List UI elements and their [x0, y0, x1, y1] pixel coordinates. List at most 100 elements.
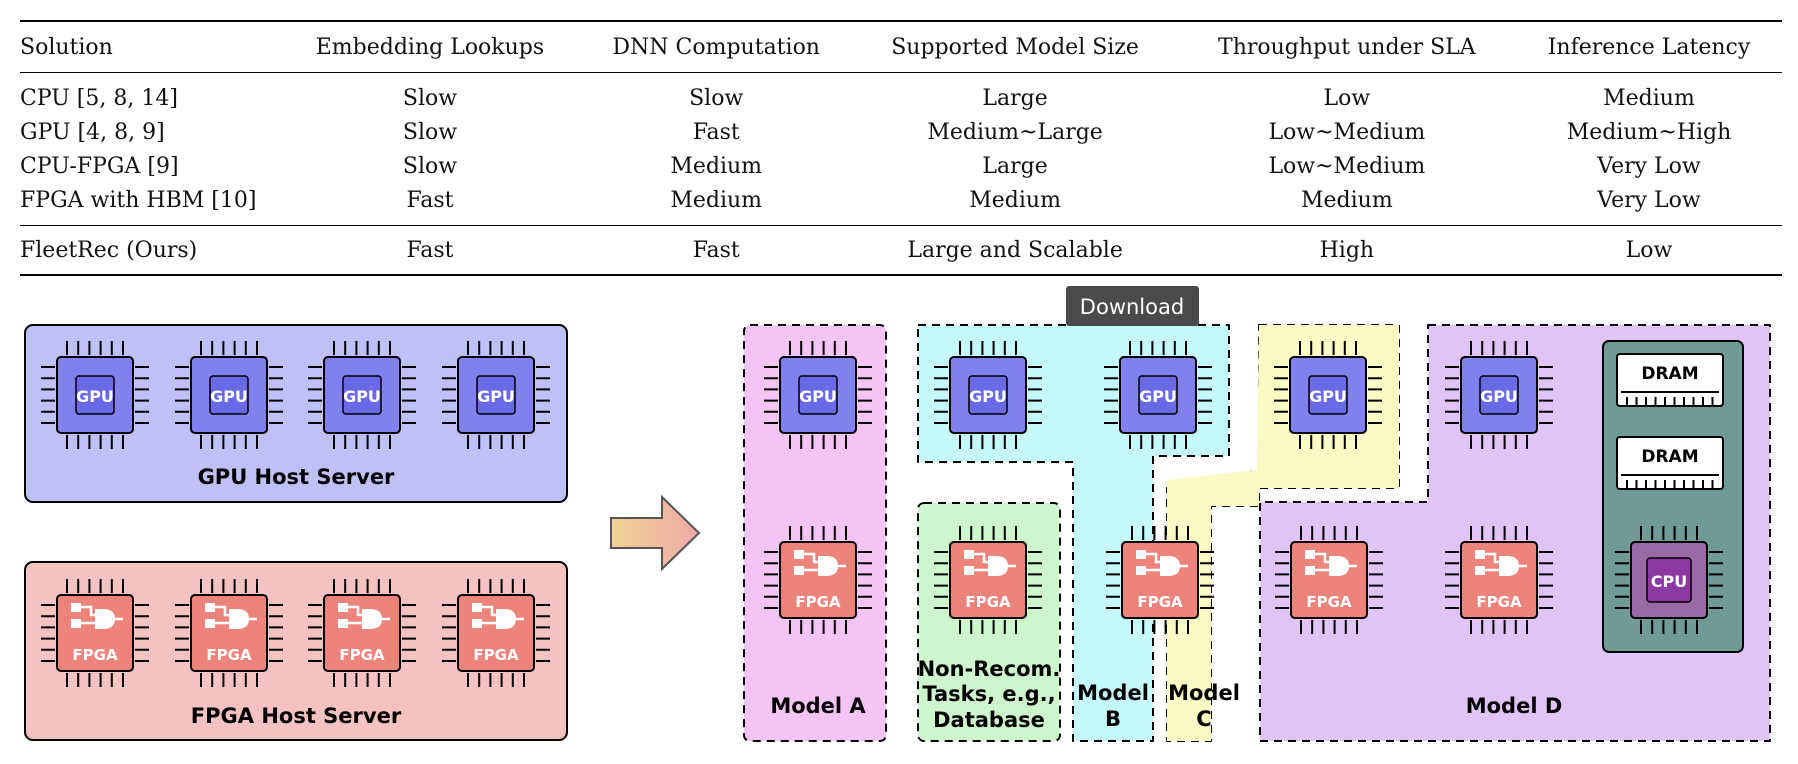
gpu-server-label: GPU Host Server [198, 465, 395, 489]
fpga-chip-label: FPGA [339, 646, 385, 664]
cell: Medium~High [1566, 119, 1732, 145]
header-solution: Solution [20, 34, 113, 60]
gpu-chip-label: GPU [210, 387, 248, 406]
cell: Fast [406, 187, 454, 213]
table-row: GPU [4, 8, 9] Slow Fast Medium~Large Low… [20, 115, 1782, 149]
cell: Large and Scalable [907, 237, 1123, 263]
row-solution: FleetRec (Ours) [20, 237, 198, 263]
cell: Very Low [1597, 153, 1701, 179]
non-recom-label-3: Database [933, 708, 1045, 732]
gpu-chip-label: GPU [1480, 387, 1518, 406]
row-solution: CPU [5, 8, 14] [20, 85, 178, 111]
gpu-chip-icon: GPU [175, 341, 283, 449]
gpu-chip-icon: GPU [1104, 341, 1212, 449]
model-d-label: Model D [1466, 694, 1563, 718]
comparison-table: Solution Embedding Lookups DNN Computati… [20, 20, 1782, 276]
cell: Low [1625, 237, 1673, 263]
cell: Large [982, 153, 1048, 179]
model-b-label-1: Model [1077, 681, 1149, 705]
fpga-chip-icon: FPGA [41, 579, 149, 687]
fpga-chip-label: FPGA [72, 646, 118, 664]
cell: High [1319, 237, 1375, 263]
dram-label: DRAM [1641, 364, 1698, 384]
fpga-chip-icon: FPGA [1445, 526, 1553, 634]
model-b-label-2: B [1105, 707, 1121, 731]
gpu-chip-icon: GPU [442, 341, 550, 449]
gpu-chip-label: GPU [477, 387, 515, 406]
fpga-host-server [24, 561, 568, 741]
non-recom-label-2: Tasks, e.g., [922, 682, 1055, 706]
gpu-chip-label: GPU [76, 387, 114, 406]
model-c-label-2: C [1196, 707, 1211, 731]
cell: Slow [402, 119, 458, 145]
gpu-chip-icon: GPU [764, 341, 872, 449]
cell: Medium [1301, 187, 1393, 213]
cell: Low~Medium [1268, 153, 1426, 179]
gpu-chip-label: GPU [969, 387, 1007, 406]
row-solution: CPU-FPGA [9] [20, 153, 179, 179]
fpga-chip-label: FPGA [1306, 593, 1352, 611]
table-row: CPU [5, 8, 14] Slow Slow Large Low Mediu… [20, 81, 1782, 115]
gpu-chip-icon: GPU [1445, 341, 1553, 449]
cell: Very Low [1597, 187, 1701, 213]
cell: Medium [969, 187, 1061, 213]
download-tooltip-label[interactable]: Download [1080, 295, 1184, 319]
fpga-chip-label: FPGA [473, 646, 519, 664]
fpga-server-label: FPGA Host Server [191, 704, 402, 728]
model-a-label: Model A [770, 694, 866, 718]
header-inference-latency: Inference Latency [1547, 34, 1751, 60]
fpga-chip-icon: FPGA [308, 579, 416, 687]
fpga-chip-label: FPGA [965, 593, 1011, 611]
cell: Slow [402, 153, 458, 179]
fpga-chip-label: FPGA [795, 593, 841, 611]
non-recom-label-1: Non-Recom. [918, 657, 1061, 681]
gpu-chip-icon: GPU [1274, 341, 1382, 449]
cell: Large [982, 85, 1048, 111]
table-row: CPU-FPGA [9] Slow Medium Large Low~Mediu… [20, 149, 1782, 183]
cell: Low [1323, 85, 1371, 111]
cell: Medium [1603, 85, 1695, 111]
gpu-chip-label: GPU [1309, 387, 1347, 406]
cell: Medium [670, 187, 763, 213]
gpu-chip-icon: GPU [934, 341, 1042, 449]
cell: Fast [406, 237, 454, 263]
dram-module-icon: DRAM [1616, 436, 1724, 490]
dram-label: DRAM [1641, 447, 1698, 467]
fpga-chip-icon: FPGA [934, 526, 1042, 634]
fpga-chip-icon: FPGA [1275, 526, 1383, 634]
header-throughput: Throughput under SLA [1218, 34, 1476, 60]
header-dnn-computation: DNN Computation [612, 34, 820, 60]
fpga-chip-icon: FPGA [175, 579, 283, 687]
cell: Fast [692, 237, 740, 263]
cpu-chip-label: CPU [1651, 572, 1687, 591]
fpga-chip-label: FPGA [1137, 593, 1183, 611]
gpu-chip-icon: GPU [41, 341, 149, 449]
table-header-row: Solution Embedding Lookups DNN Computati… [20, 21, 1782, 73]
row-solution: FPGA with HBM [10] [20, 187, 257, 213]
cell: Slow [402, 85, 458, 111]
model-c-label-1: Model [1168, 681, 1240, 705]
transition-arrow [610, 494, 701, 572]
gpu-chip-label: GPU [343, 387, 381, 406]
cell: Low~Medium [1268, 119, 1426, 145]
cell: Fast [692, 119, 740, 145]
cell: Slow [689, 85, 744, 111]
cell: Medium [670, 153, 763, 179]
fpga-chip-icon: FPGA [764, 526, 872, 634]
gpu-host-server [24, 324, 568, 503]
fpga-chip-icon: FPGA [1106, 526, 1214, 634]
table-row: FPGA with HBM [10] Fast Medium Medium Me… [20, 183, 1782, 217]
download-tooltip[interactable]: Download [1066, 286, 1199, 326]
table-row-ours: FleetRec (Ours) Fast Fast Large and Scal… [20, 225, 1782, 275]
gpu-chip-icon: GPU [308, 341, 416, 449]
gpu-chip-label: GPU [799, 387, 837, 406]
header-supported-model-size: Supported Model Size [891, 34, 1139, 60]
cell: Medium~Large [927, 119, 1103, 145]
header-embedding-lookups: Embedding Lookups [315, 34, 545, 60]
gpu-chip-label: GPU [1139, 387, 1177, 406]
fpga-chip-label: FPGA [206, 646, 252, 664]
dram-module-icon: DRAM [1616, 353, 1724, 407]
fpga-chip-icon: FPGA [442, 579, 550, 687]
cpu-chip-icon: CPU [1615, 526, 1723, 634]
